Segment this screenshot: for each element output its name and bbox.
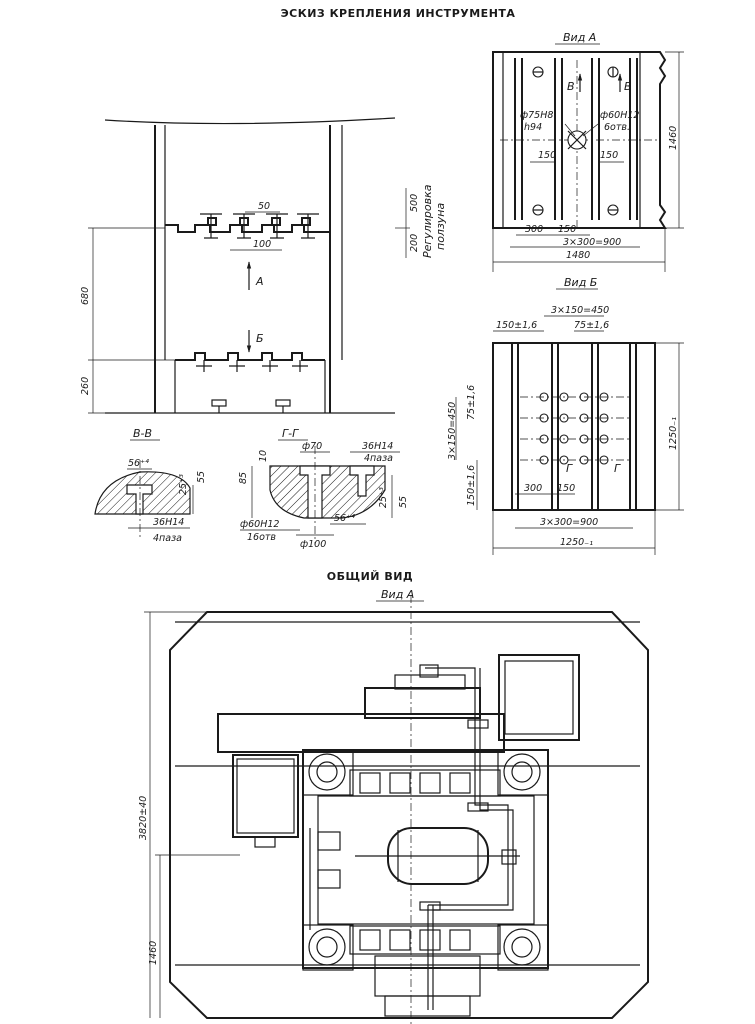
- section-gg-caption: Г-Г: [282, 427, 299, 440]
- general-height: 3820±40: [138, 796, 149, 840]
- marker-v-left: В: [567, 80, 575, 93]
- vv-dim-25: 25⁺³: [178, 474, 189, 495]
- view-b-left-150-16: 150±1,6: [466, 465, 477, 506]
- view-b-dim-3x150: 3×150=450: [551, 305, 609, 316]
- air-receiver: [355, 827, 520, 885]
- dim-680: 680: [80, 287, 91, 305]
- slide-adjust-label-1: Регулировка: [421, 184, 434, 258]
- sheet-title: ЭСКИЗ КРЕПЛЕНИЯ ИНСТРУМЕНТА: [281, 7, 516, 20]
- vv-dim-56: 56⁺⁴: [128, 458, 149, 469]
- view-b-dim-75-16: 75±1,6: [574, 320, 609, 331]
- view-a-dim-150-right: 150: [600, 150, 618, 161]
- slide-adjust-label-2: ползуна: [434, 202, 447, 250]
- t-slot-row-upper: [200, 213, 319, 239]
- mark-a: А: [255, 275, 264, 288]
- gg-slots: 4паза: [364, 453, 393, 464]
- gg-dim-56: 56⁺⁴: [334, 513, 355, 524]
- gg-dim-25: 25⁺³: [378, 487, 389, 508]
- gg-dim-55: 55: [398, 496, 409, 508]
- hole-right-label-2: 6отв.: [604, 122, 630, 133]
- dim-500: 500: [409, 194, 420, 212]
- gg-dim-85: 85: [238, 472, 249, 484]
- vv-slot: 36Н14: [153, 517, 184, 528]
- hole-right-label-1: ф60Н12: [600, 110, 639, 121]
- view-b-caption: Вид Б: [564, 276, 597, 289]
- view-b-dim-3x300: 3×300=900: [540, 517, 598, 528]
- view-a: Вид А В В ф75Н8 h94 ф60Н12 6отв.: [492, 31, 684, 272]
- column-top-right: [497, 749, 549, 796]
- slide-sketch: А Б 50 100 500 200 Регулировка ползуна 6…: [80, 117, 447, 414]
- general-view: 3820±40 1460: [138, 595, 649, 1024]
- gg-dim-100: ф100: [300, 539, 326, 550]
- gg-slot: 36Н14: [362, 441, 393, 452]
- section-gg: Г-Г ф70 36Н14 4паза 10 85 25⁺³ 55 ф60Н12…: [238, 427, 409, 550]
- view-a-dim-300: 300: [525, 224, 543, 235]
- marker-g-right: Г: [614, 462, 621, 475]
- marker-g-left: Г: [566, 462, 573, 475]
- general-title: ОБЩИЙ ВИД: [327, 570, 413, 583]
- view-a-caption: Вид А: [563, 31, 596, 44]
- view-a-width: 1480: [566, 250, 590, 261]
- general-view-caption: Вид А: [381, 588, 414, 601]
- column-bottom-right: [497, 924, 549, 971]
- gg-holes: 16отв: [247, 532, 276, 543]
- t-slot-row-lower: [196, 360, 308, 372]
- general-base-height: 1460: [148, 941, 159, 965]
- vv-dim-55: 55: [196, 471, 207, 483]
- view-b-left-3x150: 3×150=450: [447, 402, 458, 460]
- view-a-dim-150-left: 150: [538, 150, 556, 161]
- hole-left-label-1: ф75Н8: [520, 110, 553, 121]
- view-b-height: 1250₋₁: [668, 417, 679, 450]
- gg-hole: ф60Н12: [240, 519, 279, 530]
- dim-100: 100: [253, 239, 271, 250]
- view-b-dim-300: 300: [524, 483, 542, 494]
- gg-dim-10: 10: [258, 450, 269, 462]
- vv-slots: 4паза: [153, 533, 182, 544]
- section-vv-caption: В-В: [133, 427, 152, 440]
- dim-200: 200: [409, 234, 420, 252]
- mark-b: Б: [256, 332, 264, 345]
- view-b: Вид Б Г Г 3×150=450 150±1,6 75±1,6 3×1: [447, 276, 684, 555]
- marker-v-right: В: [624, 80, 632, 93]
- gg-dim-70: ф70: [302, 441, 322, 452]
- view-a-height: 1460: [668, 126, 679, 150]
- section-vv: В-В 56⁺⁴ 25⁺³ 55 36Н14 4паза: [94, 427, 207, 544]
- view-a-dim-150-bottom: 150: [558, 224, 576, 235]
- view-b-dim-150-16: 150±1,6: [496, 320, 537, 331]
- dim-50: 50: [258, 201, 270, 212]
- view-b-dim-150: 150: [557, 483, 575, 494]
- column-top-left: [302, 749, 354, 796]
- hole-left-label-2: h94: [524, 122, 542, 133]
- view-a-dim-3x300: 3×300=900: [563, 237, 621, 248]
- column-bottom-left: [302, 924, 354, 971]
- dim-260: 260: [80, 377, 91, 395]
- view-b-left-75-16: 75±1,6: [466, 385, 477, 420]
- view-b-width: 1250₋₁: [560, 537, 593, 548]
- frame-blocks: [359, 772, 471, 951]
